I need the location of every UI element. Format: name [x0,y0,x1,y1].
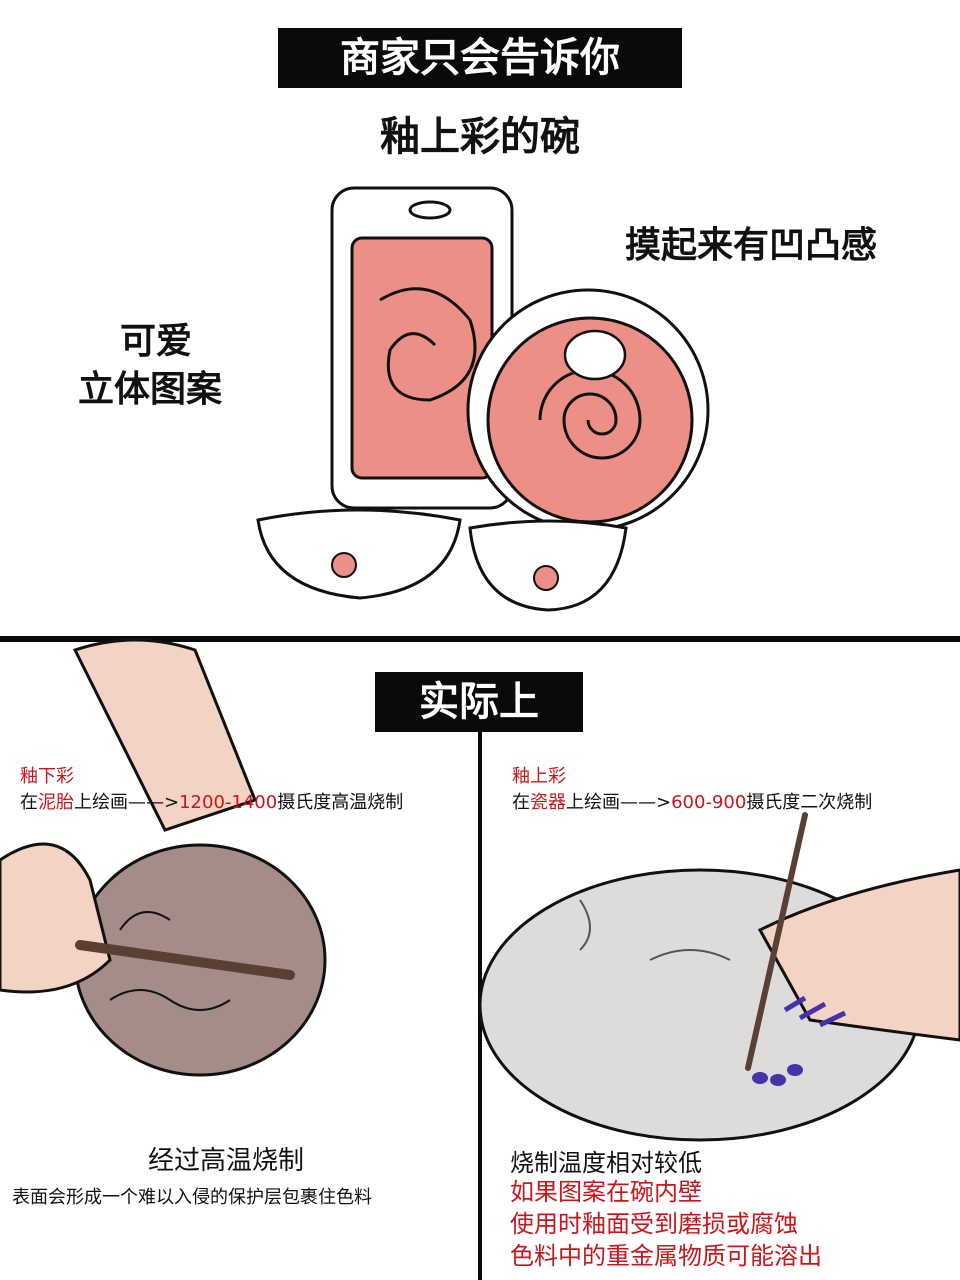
overglaze-process: 在瓷器上绘画——>600-900摄氏度二次烧制 [512,788,872,814]
bowl-illustration-right [468,519,628,612]
overglaze-caption: 烧制温度相对较低 [510,1149,702,1177]
text: 在 [512,792,530,813]
text: 上绘画——> [566,792,672,813]
underglaze-caption: 经过高温烧制 [148,1146,305,1176]
bowl-illustration-left [256,508,462,600]
warning-line: 使用时釉面受到磨损或腐蚀 [510,1210,798,1238]
clay-bowl-illustration [0,638,327,1077]
text: 上绘画——> [74,792,180,813]
underglaze-label: 釉下彩 [20,766,74,787]
note-bumpy: 摸起来有凹凸感 [625,225,878,266]
text: 摄氏度二次烧制 [746,792,873,813]
text: 在 [20,792,38,813]
text: 摄氏度高温烧制 [277,792,404,813]
material: 泥胎 [38,792,74,813]
strawberry-plate-illustration [466,288,710,532]
underglaze-process: 在泥胎上绘画——>1200-1400摄氏度高温烧制 [20,788,403,814]
warning-line: 如果图案在碗内壁 [510,1178,702,1206]
section-title: 实际上 [375,672,583,732]
material: 瓷器 [530,792,566,813]
note-3d-pattern: 立体图案 [78,369,223,410]
subtitle: 釉上彩的碗 [380,114,580,160]
section-divider [0,636,960,642]
porcelain-plate-illustration [478,812,960,1142]
note-cute: 可爱 [120,321,193,362]
overglaze-warnings: 如果图案在碗内壁 使用时釉面受到磨损或腐蚀 色料中的重金属物质可能溶出 [510,1176,822,1272]
temperature: 600-900 [671,792,747,813]
warning-line: 色料中的重金属物质可能溶出 [510,1242,822,1270]
temperature: 1200-1400 [179,792,278,813]
overglaze-label: 釉上彩 [512,766,566,787]
page-title: 商家只会告诉你 [278,28,682,88]
underglaze-detail: 表面会形成一个难以入侵的保护层包裹住色料 [12,1187,372,1208]
